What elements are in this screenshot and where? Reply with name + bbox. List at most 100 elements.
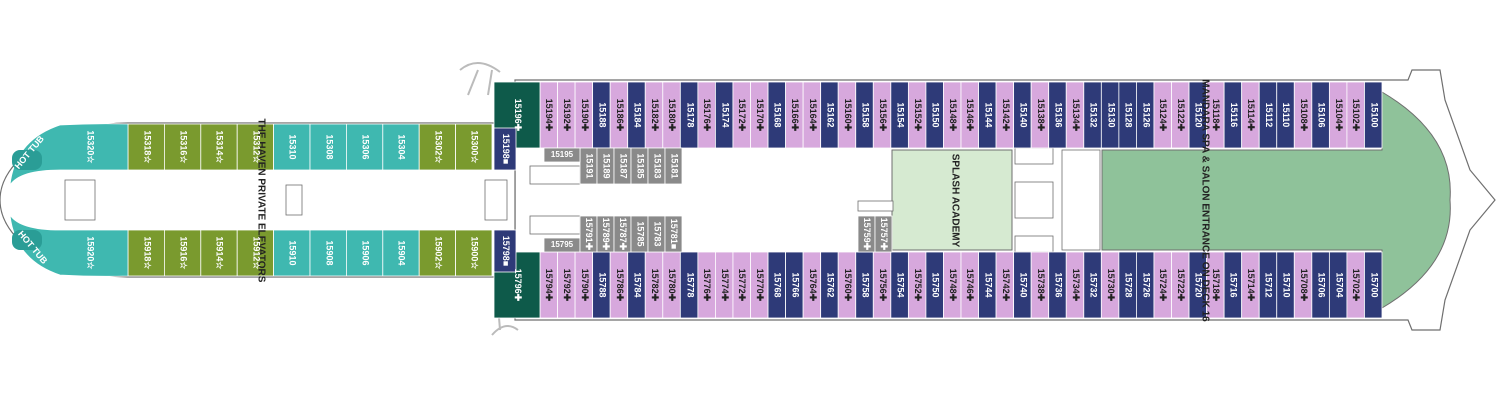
top-row-45-cabin[interactable] (1328, 81, 1348, 149)
top-row-20-cabin[interactable] (890, 81, 909, 149)
bottom-row-3-cabin[interactable] (592, 251, 611, 319)
top-row-5-cabin[interactable] (627, 81, 646, 149)
top-row-15-cabin[interactable] (802, 81, 822, 149)
top-row-38-cabin[interactable] (1206, 81, 1225, 149)
top-row-37-cabin[interactable] (1188, 81, 1207, 149)
haven-top-4-cabin[interactable] (273, 123, 311, 171)
bottom-row-22-cabin[interactable] (925, 251, 944, 319)
bottom-row-20-cabin[interactable] (890, 251, 909, 319)
top-row-44-cabin[interactable] (1311, 81, 1330, 149)
inner-mid-top-cabin[interactable] (874, 215, 893, 253)
haven-top-7-cabin[interactable] (382, 123, 420, 171)
bottom-row-21-cabin[interactable] (907, 251, 927, 319)
top-row-12-cabin[interactable] (750, 81, 769, 149)
top-row-30-cabin[interactable] (1065, 81, 1085, 149)
bottom-row-7-cabin[interactable] (662, 251, 681, 319)
top-row-47-cabin[interactable] (1364, 81, 1383, 149)
bottom-row-37-cabin[interactable] (1188, 251, 1207, 319)
bottom-row-12-cabin[interactable] (750, 251, 769, 319)
bottom-row-18-cabin[interactable] (855, 251, 874, 319)
haven-bottom-0-cabin[interactable] (127, 229, 165, 277)
bottom-row-33-cabin[interactable] (1118, 251, 1137, 319)
haven-top-1-cabin[interactable] (163, 123, 202, 171)
bottom-row-11-cabin[interactable] (732, 251, 751, 319)
haven-top-5-cabin[interactable] (309, 123, 347, 171)
bottom-row-39-cabin[interactable] (1223, 251, 1243, 319)
top-row-43-cabin[interactable] (1293, 81, 1313, 149)
top-row-34-cabin[interactable] (1136, 81, 1155, 149)
top-row-33-cabin[interactable] (1118, 81, 1137, 149)
top-row-14-cabin[interactable] (785, 81, 804, 149)
inner-bottom-0-cabin[interactable] (579, 215, 598, 253)
bottom-row-44-cabin[interactable] (1311, 251, 1330, 319)
bottom-row-19-cabin[interactable] (872, 251, 892, 319)
top-row-32-cabin[interactable] (1100, 81, 1120, 149)
top-row-0-cabin[interactable] (539, 81, 558, 149)
inner-top-3-cabin[interactable] (630, 147, 649, 185)
bottom-row-5-cabin[interactable] (627, 251, 646, 319)
top-row-26-cabin[interactable] (995, 81, 1015, 149)
haven-top-0-cabin[interactable] (127, 123, 165, 171)
bottom-row-6-cabin[interactable] (644, 251, 664, 319)
bottom-row-40-cabin[interactable] (1241, 251, 1260, 319)
top-row-7-cabin[interactable] (662, 81, 681, 149)
inner-bottom-5-cabin[interactable] (664, 215, 683, 253)
top-row-4-cabin[interactable] (609, 81, 629, 149)
bottom-row-8-cabin[interactable] (679, 251, 699, 319)
bottom-row-24-cabin[interactable] (960, 251, 979, 319)
bottom-row-36-cabin[interactable] (1171, 251, 1190, 319)
bottom-row-45-cabin[interactable] (1328, 251, 1348, 319)
bottom-row-30-cabin[interactable] (1065, 251, 1085, 319)
inner-bottom-3-cabin[interactable] (630, 215, 649, 253)
bottom-row-25-cabin[interactable] (978, 251, 997, 319)
top-row-2-cabin[interactable] (574, 81, 594, 149)
top-row-40-cabin[interactable] (1241, 81, 1260, 149)
haven-bottom-6-cabin[interactable] (345, 229, 384, 277)
top-row-29-cabin[interactable] (1048, 81, 1067, 149)
bottom-row-0-cabin[interactable] (539, 251, 558, 319)
inner-top-wide-cabin[interactable] (543, 147, 581, 163)
top-row-11-cabin[interactable] (732, 81, 751, 149)
bottom-row-28-cabin[interactable] (1030, 251, 1050, 319)
inner-top-1-cabin[interactable] (596, 147, 615, 185)
bottom-row-10-cabin[interactable] (715, 251, 734, 319)
top-row-21-cabin[interactable] (907, 81, 927, 149)
bottom-row-46-cabin[interactable] (1346, 251, 1365, 319)
bottom-row-1-cabin[interactable] (557, 251, 576, 319)
haven-bottom-5-cabin[interactable] (309, 229, 347, 277)
corner-small-bottom-cabin[interactable] (493, 229, 517, 273)
top-row-41-cabin[interactable] (1258, 81, 1278, 149)
top-row-28-cabin[interactable] (1030, 81, 1050, 149)
top-row-9-cabin[interactable] (697, 81, 716, 149)
inner-bottom-2-cabin[interactable] (613, 215, 632, 253)
bottom-row-42-cabin[interactable] (1276, 251, 1295, 319)
haven-top-6-cabin[interactable] (345, 123, 384, 171)
haven-top-2-cabin[interactable] (200, 123, 238, 171)
bottom-row-13-cabin[interactable] (767, 251, 786, 319)
inner-mid-bottom-cabin[interactable] (857, 215, 876, 253)
bottom-row-17-cabin[interactable] (837, 251, 857, 319)
top-row-42-cabin[interactable] (1276, 81, 1295, 149)
haven-bottom-3-cabin[interactable] (236, 229, 274, 277)
top-row-36-cabin[interactable] (1171, 81, 1190, 149)
corner-small-top-cabin[interactable] (493, 127, 517, 171)
bottom-row-9-cabin[interactable] (697, 251, 716, 319)
top-row-18-cabin[interactable] (855, 81, 874, 149)
bottom-row-31-cabin[interactable] (1083, 251, 1102, 319)
inner-bottom-4-cabin[interactable] (647, 215, 666, 253)
bottom-row-26-cabin[interactable] (995, 251, 1015, 319)
top-row-8-cabin[interactable] (679, 81, 699, 149)
bottom-row-16-cabin[interactable] (820, 251, 839, 319)
haven-bottom-9-cabin[interactable] (455, 229, 493, 277)
bottom-row-23-cabin[interactable] (943, 251, 962, 319)
top-row-27-cabin[interactable] (1013, 81, 1032, 149)
haven-bottom-4-cabin[interactable] (273, 229, 311, 277)
inner-top-4-cabin[interactable] (647, 147, 666, 185)
top-row-39-cabin[interactable] (1223, 81, 1243, 149)
top-row-46-cabin[interactable] (1346, 81, 1365, 149)
bottom-row-2-cabin[interactable] (574, 251, 594, 319)
bottom-row-35-cabin[interactable] (1153, 251, 1172, 319)
top-row-24-cabin[interactable] (960, 81, 979, 149)
bottom-row-41-cabin[interactable] (1258, 251, 1278, 319)
top-row-35-cabin[interactable] (1153, 81, 1172, 149)
